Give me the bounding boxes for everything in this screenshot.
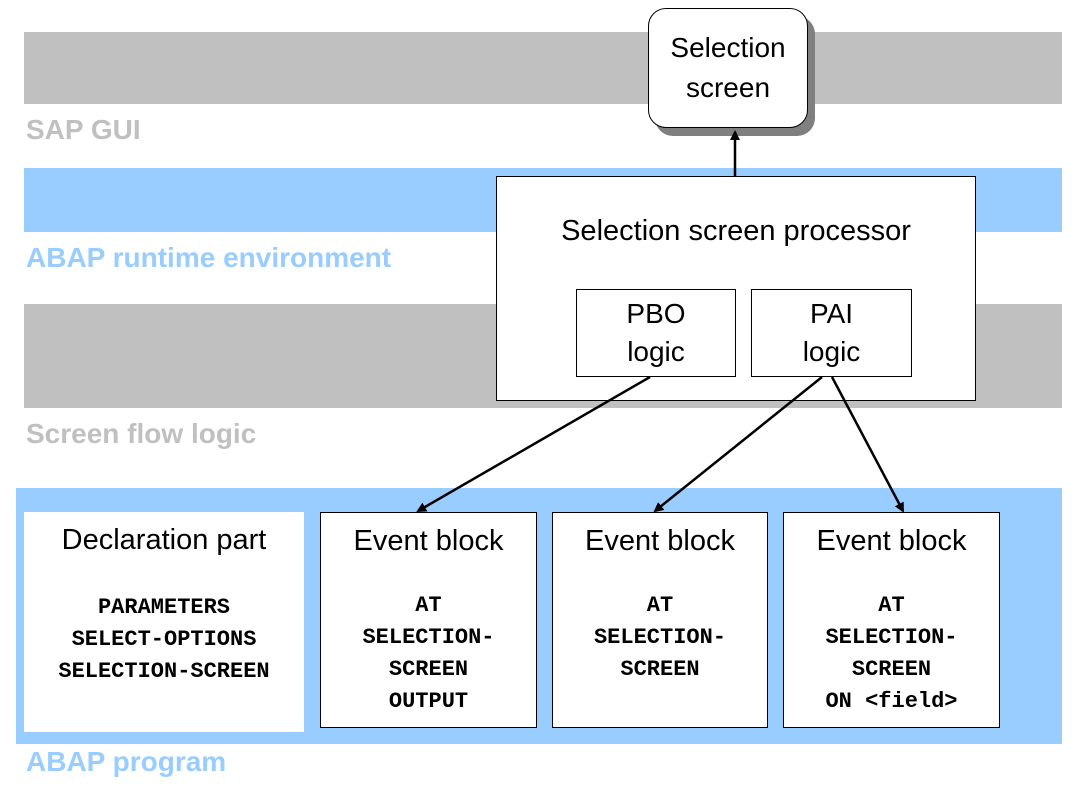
- pbo-logic-box: PBO logic: [576, 289, 736, 377]
- sap-gui-band: [24, 32, 1062, 104]
- pai-logic-box: PAI logic: [751, 289, 912, 377]
- runtime-label: ABAP runtime environment: [26, 242, 392, 273]
- event-block-title: Event block: [816, 525, 967, 557]
- event-block-field: Event block AT SELECTION- SCREEN ON <fie…: [783, 512, 1000, 728]
- selection-screen-box: Selection screen: [648, 8, 808, 128]
- event-block-code: AT SELECTION- SCREEN: [593, 593, 727, 682]
- event-block-pai: Event block AT SELECTION- SCREEN: [552, 512, 768, 728]
- event-block-title: Event block: [585, 525, 735, 557]
- event-block-pbo: Event block AT SELECTION- SCREEN OUTPUT: [320, 512, 537, 728]
- event-block-code: AT SELECTION- SCREEN OUTPUT: [362, 593, 495, 714]
- flow-logic-label: Screen flow logic: [26, 418, 257, 449]
- declaration-part-box: Declaration part PARAMETERS SELECT-OPTIO…: [24, 512, 304, 732]
- declaration-code: PARAMETERS SELECT-OPTIONS SELECTION-SCRE…: [58, 595, 270, 684]
- processor-title: Selection screen processor: [561, 215, 911, 247]
- program-label: ABAP program: [26, 746, 227, 777]
- event-block-code: AT SELECTION- SCREEN ON <field>: [825, 593, 958, 714]
- declaration-title: Declaration part: [61, 524, 267, 556]
- sap-gui-label: SAP GUI: [26, 114, 141, 145]
- event-block-title: Event block: [353, 525, 504, 557]
